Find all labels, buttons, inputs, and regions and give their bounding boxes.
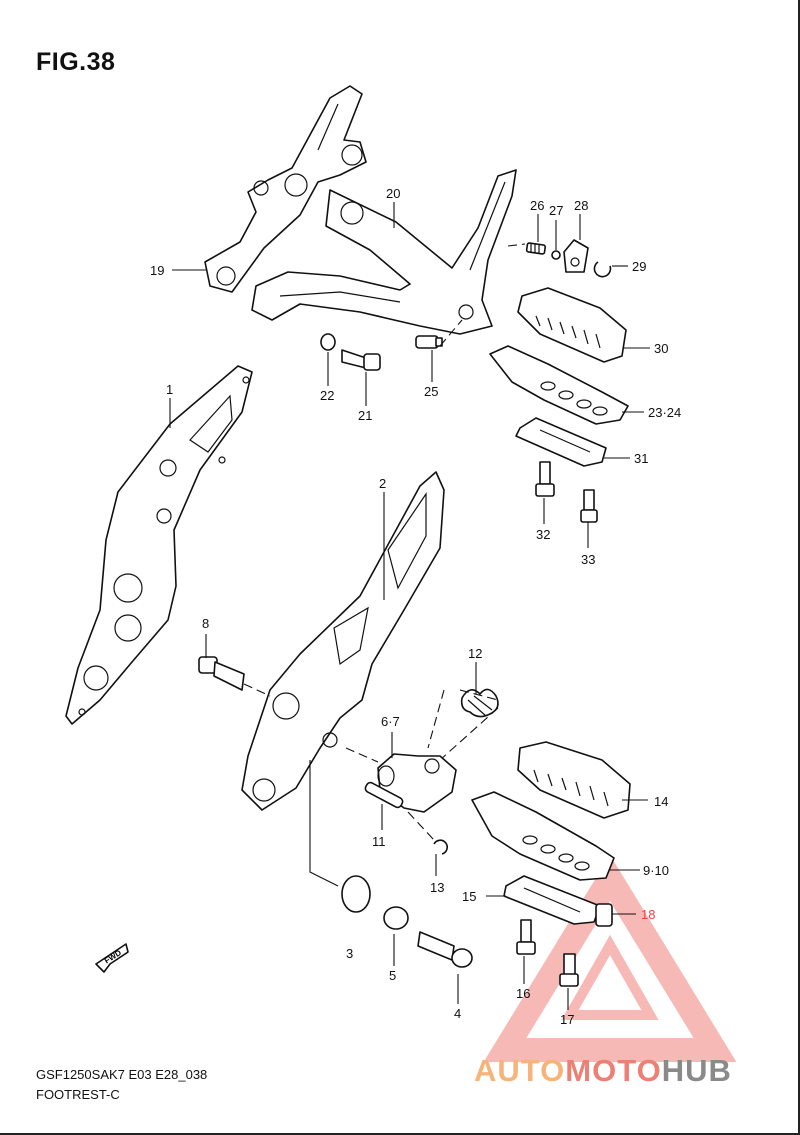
part-2-footrest-bracket bbox=[241, 471, 445, 811]
callout-11: 11 bbox=[372, 834, 386, 849]
callout-21: 21 bbox=[358, 408, 372, 423]
part-11-pin bbox=[364, 781, 404, 809]
callout-4: 4 bbox=[454, 1006, 461, 1021]
part-27-washer bbox=[551, 250, 561, 260]
part-21-bolt bbox=[341, 349, 381, 371]
callout-25: 25 bbox=[424, 384, 438, 399]
part-4-bolt bbox=[417, 931, 473, 968]
watermark-text-moto: MOTO bbox=[565, 1053, 662, 1088]
callout-13: 13 bbox=[430, 880, 444, 895]
part-19-rear-bracket-left bbox=[204, 85, 367, 293]
watermark-text-hub: HUB bbox=[661, 1053, 732, 1088]
callout-30: 30 bbox=[654, 341, 668, 356]
callout-19: 19 bbox=[150, 263, 164, 278]
callout-14: 14 bbox=[654, 794, 668, 809]
callout-33: 33 bbox=[581, 552, 595, 567]
part-29-e-ring bbox=[593, 261, 612, 278]
part-15-pad-front bbox=[503, 875, 601, 925]
part-12-spring bbox=[460, 688, 499, 718]
part-8-bolt bbox=[198, 656, 245, 691]
part-16-bolt bbox=[516, 919, 536, 955]
callout-3: 3 bbox=[346, 946, 353, 961]
part-3-collar bbox=[341, 875, 371, 913]
part-18-nut bbox=[595, 903, 613, 927]
callout-18: 18 bbox=[641, 907, 655, 922]
callout-8: 8 bbox=[202, 616, 209, 631]
part-23-24-footpeg-rear bbox=[489, 345, 629, 425]
part-32-bolt bbox=[535, 461, 555, 497]
part-9-10-footpeg-front bbox=[471, 791, 615, 881]
callout-22: 22 bbox=[320, 388, 334, 403]
callout-31: 31 bbox=[634, 451, 648, 466]
part-5-washer bbox=[383, 906, 409, 930]
part-17-bolt bbox=[559, 953, 579, 987]
callout-28: 28 bbox=[574, 198, 588, 213]
figure-title: FIG.38 bbox=[36, 48, 116, 76]
callout-17: 17 bbox=[560, 1012, 574, 1027]
leader-lines bbox=[169, 202, 650, 1010]
part-20-rear-bracket-right bbox=[251, 169, 517, 335]
part-31-pad-rear bbox=[515, 417, 607, 467]
part-13-e-ring bbox=[433, 839, 448, 855]
part-30-rubber-pad-rear bbox=[517, 287, 627, 363]
model-code: GSF1250SAK7 E03 E28_038 bbox=[36, 1067, 208, 1082]
callout-15: 15 bbox=[462, 889, 476, 904]
part-33-bolt bbox=[580, 489, 598, 523]
callout-32: 32 bbox=[536, 527, 550, 542]
callout-6-7: 6·7 bbox=[381, 714, 400, 729]
watermark-brand: AUTOMOTOHUB bbox=[474, 1053, 732, 1089]
section-name: FOOTREST-C bbox=[36, 1087, 120, 1102]
callout-numbers: 1 2 3 4 5 6·7 8 9·10 11 12 13 14 15 16 1… bbox=[150, 186, 681, 1027]
callout-5: 5 bbox=[389, 968, 396, 983]
callout-12: 12 bbox=[468, 646, 482, 661]
part-25-pin bbox=[415, 335, 443, 349]
part-22-washer bbox=[320, 333, 336, 351]
callout-23-24: 23·24 bbox=[648, 405, 681, 420]
callout-27: 27 bbox=[549, 203, 563, 218]
forward-arrow-icon: FWD bbox=[95, 943, 129, 973]
part-1-heel-guard-plate bbox=[65, 365, 253, 725]
callout-9-10: 9·10 bbox=[643, 863, 669, 878]
callout-16: 16 bbox=[516, 986, 530, 1001]
callout-2: 2 bbox=[379, 476, 386, 491]
part-14-rubber-pad-front bbox=[517, 741, 631, 819]
watermark-logo-triangle bbox=[483, 854, 737, 1062]
callout-26: 26 bbox=[530, 198, 544, 213]
callout-20: 20 bbox=[386, 186, 400, 201]
part-26-screw bbox=[525, 242, 547, 255]
watermark-text-auto: AUTO bbox=[474, 1053, 566, 1088]
callout-29: 29 bbox=[632, 259, 646, 274]
part-28-bracket-plate bbox=[563, 239, 589, 273]
callout-1: 1 bbox=[166, 382, 173, 397]
